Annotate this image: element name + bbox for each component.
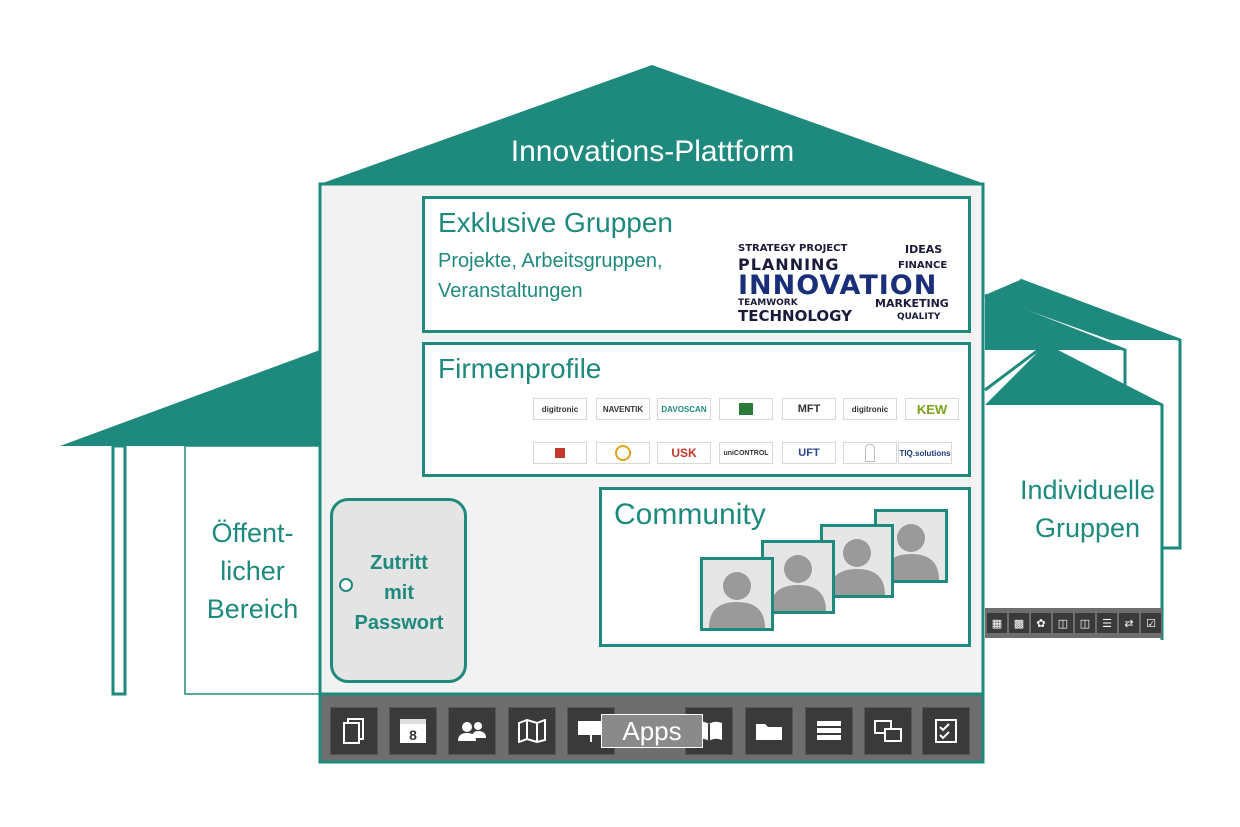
- innovation-wordcloud: STRATEGY PROJECT IDEAS PLANNING FINANCE …: [735, 240, 960, 326]
- community-title: Community: [614, 498, 766, 531]
- password-label-line: Zutritt: [370, 552, 428, 574]
- group-house-front-body: [985, 345, 1162, 640]
- individual-groups-line: Individuelle: [1019, 475, 1156, 505]
- company-logo[interactable]: [719, 398, 773, 420]
- company-logo[interactable]: UFT: [782, 442, 836, 464]
- group-house-back-roof: [985, 280, 1180, 340]
- users-icon[interactable]: [448, 707, 496, 755]
- wordcloud-ideas: IDEAS: [905, 243, 943, 256]
- individual-groups-line: Gruppen: [1034, 513, 1141, 543]
- company-logo[interactable]: uniCONTROL: [719, 442, 773, 464]
- company-logo[interactable]: digitronic: [533, 398, 587, 420]
- wordcloud-technology: TECHNOLOGY: [738, 307, 852, 325]
- public-area-line: licher: [220, 556, 285, 586]
- company-logo[interactable]: [596, 442, 650, 464]
- user-silhouette-icon: [709, 572, 765, 628]
- apps-label: Apps: [601, 714, 703, 748]
- door-handle-icon: [339, 578, 353, 592]
- password-door[interactable]: [330, 498, 467, 683]
- list-icon[interactable]: ☰: [1097, 613, 1117, 633]
- public-area-line: Bereich: [206, 594, 299, 624]
- public-area-pillar: [111, 444, 127, 696]
- password-label-line: mit: [384, 582, 414, 604]
- public-area-line: Öffent-: [211, 518, 294, 548]
- transfer-icon[interactable]: [864, 707, 912, 755]
- company-logo[interactable]: DAVOSCAN: [657, 398, 711, 420]
- company-logo[interactable]: KEW: [905, 398, 959, 420]
- list-icon[interactable]: [805, 707, 853, 755]
- folder-icon[interactable]: ◫: [1075, 613, 1095, 633]
- wordcloud-planning: PLANNING: [738, 255, 840, 274]
- checklist-icon[interactable]: [922, 707, 970, 755]
- checklist-icon[interactable]: ☑: [1141, 613, 1161, 633]
- folder-icon[interactable]: [745, 707, 793, 755]
- company-logo[interactable]: USK: [657, 442, 711, 464]
- wordcloud-finance: FINANCE: [898, 260, 948, 271]
- company-profiles-title: Firmenprofile: [438, 353, 602, 384]
- main-roof: [320, 65, 985, 184]
- group-house-mid-roof: [985, 295, 1125, 350]
- group-house-front-roof: [985, 345, 1162, 405]
- company-logo[interactable]: [843, 442, 897, 464]
- documents-icon[interactable]: [330, 707, 378, 755]
- individual-groups-label: Individuelle Gruppen: [985, 471, 1190, 547]
- wordcloud-innovation: INNOVATION: [738, 270, 938, 301]
- user-silhouette-icon: [770, 555, 826, 611]
- book-icon[interactable]: ◫: [1053, 613, 1073, 633]
- exclusive-groups-subtitle-1: Projekte, Arbeitsgruppen,: [438, 250, 663, 272]
- platform-title: Innovations-Plattform: [510, 135, 795, 168]
- exclusive-groups-title: Exklusive Gruppen: [438, 207, 674, 238]
- public-area-label: Öffent- licher Bereich: [185, 514, 320, 628]
- company-logo[interactable]: NAVENTIK: [596, 398, 650, 420]
- password-label-line: Passwort: [354, 612, 444, 634]
- wordcloud-strategy: STRATEGY PROJECT: [738, 243, 848, 254]
- public-area-wall: [184, 445, 321, 695]
- public-area-roof: [60, 350, 320, 446]
- transfer-icon[interactable]: ⇄: [1119, 613, 1139, 633]
- company-logo[interactable]: TIQ.solutions: [898, 442, 952, 464]
- wordcloud-teamwork: TEAMWORK: [738, 298, 798, 308]
- avatar: [700, 557, 774, 631]
- presentation-icon[interactable]: ▩: [1009, 613, 1029, 633]
- map-icon[interactable]: ▦: [987, 613, 1007, 633]
- wordcloud-marketing: MARKETING: [875, 297, 949, 310]
- company-logo[interactable]: digitronic: [843, 398, 897, 420]
- calendar-icon[interactable]: 8: [389, 707, 437, 755]
- exclusive-groups-subtitle-2: Veranstaltungen: [438, 280, 583, 302]
- user-silhouette-icon: [883, 524, 939, 580]
- password-door-label: Zutritt mit Passwort: [345, 548, 453, 638]
- settings-icon[interactable]: ✿: [1031, 613, 1051, 633]
- company-logo[interactable]: MFT: [782, 398, 836, 420]
- wordcloud-quality: QUALITY: [897, 312, 941, 322]
- user-silhouette-icon: [829, 539, 885, 595]
- calendar-day: 8: [400, 719, 426, 743]
- map-icon[interactable]: [508, 707, 556, 755]
- exclusive-groups-panel: [422, 196, 971, 333]
- company-logo[interactable]: [533, 442, 587, 464]
